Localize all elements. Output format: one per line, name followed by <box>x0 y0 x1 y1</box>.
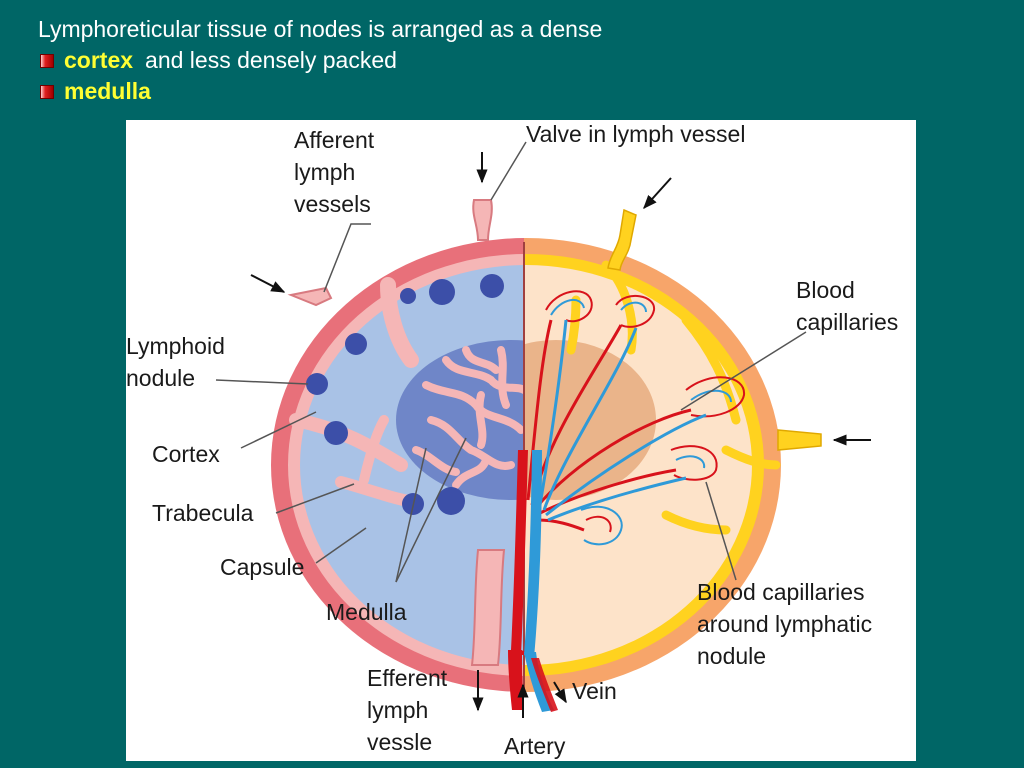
bullet-icon <box>40 84 54 99</box>
cortex-term: cortex <box>64 47 134 73</box>
medullary-cords <box>412 346 524 489</box>
flow-arrows <box>250 152 871 718</box>
slide-text: Lymphoreticular tissue of nodes is arran… <box>38 14 602 107</box>
lymph-half <box>271 199 524 692</box>
capillaries-around-label: Blood capillaries around lymphatic nodul… <box>697 579 879 669</box>
intro-text: Lymphoreticular tissue of nodes is arran… <box>38 16 603 42</box>
capsule-label: Capsule <box>220 554 304 580</box>
capillary-loops <box>545 290 746 546</box>
efferent-label: Efferent lymph vessle <box>367 665 454 755</box>
blood-half <box>524 208 822 692</box>
bullet-icon <box>40 53 54 68</box>
trabecula <box>359 415 389 485</box>
cortex-label: Cortex <box>152 441 220 467</box>
vessel-branches <box>526 319 707 532</box>
bullet-text: and less densely packed <box>145 47 397 73</box>
artery-label: Artery <box>504 733 566 759</box>
afferent-vessel-right <box>607 208 637 271</box>
bullet-line-cortex: cortex and less densely packed <box>38 45 602 76</box>
trabecula <box>289 413 408 472</box>
efferent-vessel <box>470 549 506 666</box>
medulla-label: Medulla <box>326 599 407 625</box>
artery <box>511 450 528 655</box>
text-line-1: Lymphoreticular tissue of nodes is arran… <box>38 14 602 45</box>
blood-capillaries-label: Blood capillaries <box>796 277 898 335</box>
afferent-label: Afferent lymph vessels <box>294 127 381 217</box>
trabecula <box>380 277 419 368</box>
leader-lines <box>215 141 807 583</box>
valve-label: Valve in lymph vessel <box>526 121 745 147</box>
trabecula-label: Trabecula <box>152 500 254 526</box>
vein <box>524 450 542 658</box>
diagram-svg: Afferent lymph vessels Valve in lymph ve… <box>126 121 898 759</box>
afferent-vessel <box>472 199 493 241</box>
lymph-node-diagram: Afferent lymph vessels Valve in lymph ve… <box>126 120 916 761</box>
medulla-term: medulla <box>64 78 151 104</box>
bullet-line-medulla: medulla <box>38 76 602 107</box>
vein-label: Vein <box>572 678 617 704</box>
afferent-vessel-right <box>777 429 822 451</box>
lymphoid-nodule-label: Lymphoid nodule <box>126 333 231 391</box>
afferent-vessel <box>287 286 333 307</box>
